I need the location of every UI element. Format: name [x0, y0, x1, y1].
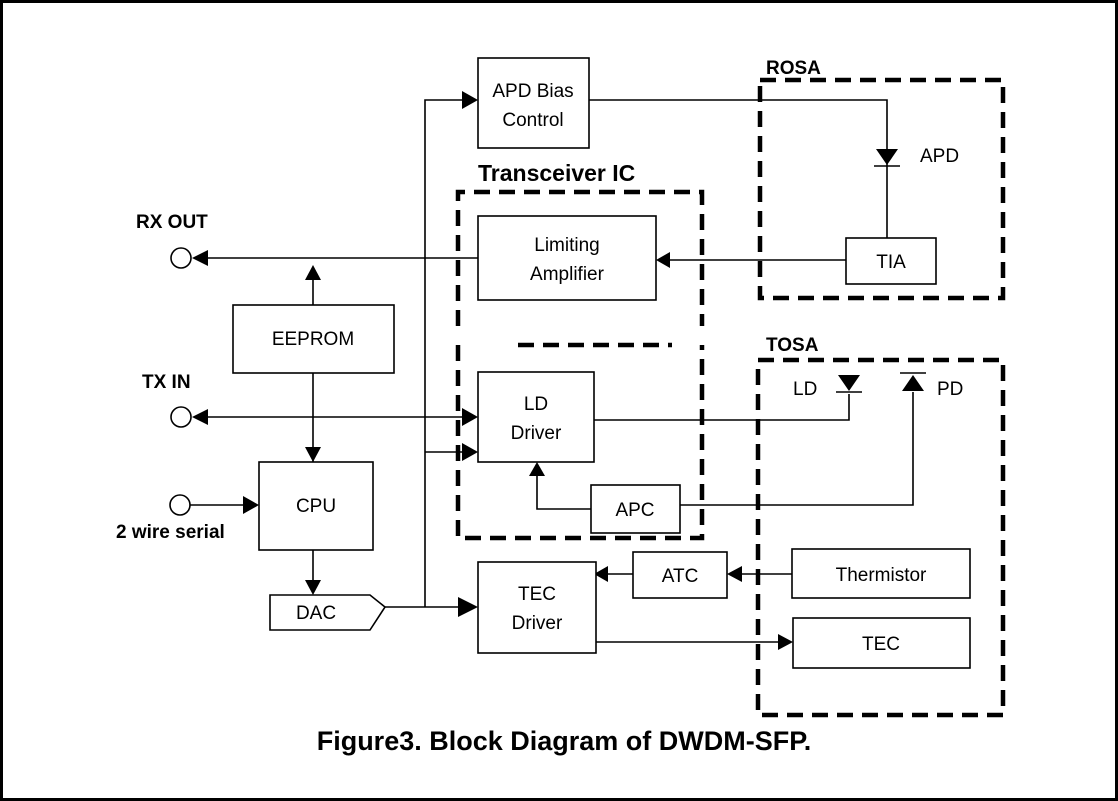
apc-label: APC [615, 500, 654, 521]
dac-block: DAC [269, 594, 387, 631]
tia-label: TIA [876, 252, 906, 273]
ld-driver-label-1: LD [524, 394, 548, 415]
tec-driver-label-1: TEC [518, 584, 556, 605]
ld-driver-label-2: Driver [511, 423, 562, 444]
atc-label: ATC [662, 566, 699, 587]
transceiver-ic-group-bottom [455, 345, 705, 541]
tec-driver-block: TEC Driver [477, 561, 597, 654]
tosa-label: TOSA [766, 335, 819, 356]
eeprom-label: EEPROM [272, 329, 354, 350]
arrowheads [192, 91, 793, 650]
tec-label: TEC [862, 634, 900, 655]
cpu-label: CPU [296, 496, 336, 517]
rx-out-label: RX OUT [136, 212, 208, 233]
tia-block: TIA [845, 237, 937, 285]
apd-bias-label-1: APD Bias [492, 81, 573, 102]
transceiver-ic-label: Transceiver IC [478, 160, 635, 186]
pd-diode-icon [900, 372, 926, 391]
apd-label: APD [920, 146, 959, 167]
dac-label: DAC [296, 603, 336, 624]
thermistor-label: Thermistor [836, 565, 927, 586]
limiting-amplifier-block: Limiting Amplifier [477, 215, 657, 301]
thermistor-block: Thermistor [791, 548, 971, 599]
apd-diode-icon [874, 149, 900, 167]
tec-driver-label-2: Driver [512, 613, 563, 634]
transceiver-ic-group-top [455, 189, 705, 326]
limiting-amp-label-2: Amplifier [530, 264, 605, 285]
cpu-block: CPU [258, 461, 374, 551]
atc-block: ATC [632, 551, 728, 599]
ld-label: LD [793, 379, 817, 400]
serial-label: 2 wire serial [116, 522, 225, 543]
figure-caption: Figure3. Block Diagram of DWDM-SFP. [317, 726, 812, 756]
tx-in-port-icon [170, 406, 192, 428]
wires [190, 99, 914, 643]
tx-in-label: TX IN [142, 372, 191, 393]
rosa-group [757, 77, 1006, 301]
eeprom-block: EEPROM [232, 304, 395, 374]
apd-bias-control-block: APD Bias Control [477, 57, 590, 149]
tec-block: TEC [792, 617, 971, 669]
serial-port-icon [169, 494, 191, 516]
limiting-amp-label-1: Limiting [534, 235, 599, 256]
rosa-label: ROSA [766, 58, 821, 79]
apc-block: APC [590, 484, 681, 534]
rx-out-port-icon [170, 247, 192, 269]
ld-diode-icon [836, 375, 862, 393]
pd-label: PD [937, 379, 963, 400]
ld-driver-block: LD Driver [477, 371, 595, 463]
apd-bias-label-2: Control [502, 110, 563, 131]
